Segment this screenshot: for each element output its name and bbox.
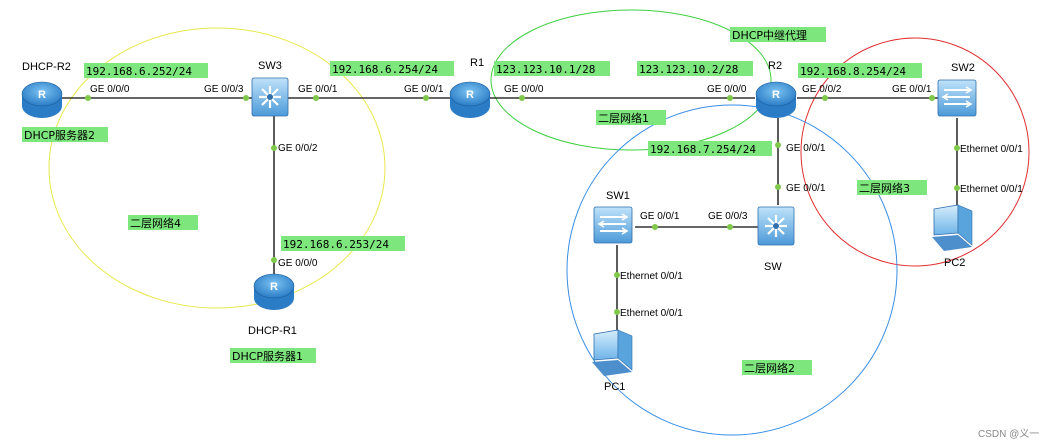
- port-dot: [727, 224, 733, 230]
- router-icon[interactable]: R: [21, 81, 63, 118]
- device-name: SW: [764, 261, 782, 273]
- device-name: SW3: [258, 60, 282, 72]
- port-label: GE 0/0/1: [786, 143, 826, 154]
- ip-label: 192.168.8.254/24: [800, 65, 906, 78]
- role-label: DHCP中继代理: [732, 29, 807, 42]
- port-label: Ethernet 0/0/1: [620, 271, 683, 282]
- l3-switch-icon[interactable]: [251, 77, 289, 117]
- network-label: 二层网络4: [130, 216, 181, 230]
- port-dot: [954, 185, 960, 191]
- ip-label: 192.168.7.254/24: [650, 143, 756, 156]
- port-label: Ethernet 0/0/1: [960, 184, 1023, 195]
- pc-icon[interactable]: [932, 204, 973, 251]
- device-name: PC2: [944, 257, 965, 269]
- l2-net-1-circle: [490, 9, 772, 151]
- router-icon[interactable]: R: [253, 273, 295, 310]
- l2-net-4-circle: [48, 27, 386, 309]
- port-label: GE 0/0/3: [708, 211, 748, 222]
- router-icon[interactable]: R: [449, 81, 491, 118]
- ip-label: 192.168.6.253/24: [283, 238, 389, 251]
- port-label: Ethernet 0/0/1: [960, 144, 1023, 155]
- port-dot: [929, 95, 935, 101]
- device-name: R1: [470, 57, 484, 69]
- network-label: 二层网络1: [598, 111, 649, 125]
- port-dots: [85, 95, 960, 315]
- port-dot: [954, 145, 960, 151]
- role-label: DHCP服务器1: [232, 350, 303, 363]
- port-dot: [519, 95, 525, 101]
- device-name: SW1: [606, 190, 630, 202]
- port-dot: [614, 309, 620, 315]
- port-label: GE 0/0/2: [278, 143, 318, 154]
- router-glyph: R: [466, 89, 474, 101]
- ip-label: 123.123.10.2/28: [639, 63, 738, 76]
- device-name: DHCP-R2: [22, 61, 71, 73]
- port-dot: [271, 257, 277, 263]
- network-label: 二层网络2: [744, 361, 795, 375]
- network-label: 二层网络3: [859, 181, 910, 195]
- role-label: DHCP服务器2: [24, 129, 95, 142]
- port-label: GE 0/0/0: [90, 84, 130, 95]
- device-name: SW2: [951, 62, 975, 74]
- port-dot: [243, 95, 249, 101]
- port-label: GE 0/0/0: [278, 258, 318, 269]
- port-dot: [85, 95, 91, 101]
- router-glyph: R: [270, 281, 278, 293]
- ip-label: 192.168.6.254/24: [332, 63, 438, 76]
- highlight-boxes: [22, 27, 927, 375]
- port-dot: [423, 95, 429, 101]
- port-dot: [775, 142, 781, 148]
- port-dot: [271, 145, 277, 151]
- l2-net-3-circle: [800, 37, 1030, 267]
- router-glyph: R: [38, 89, 46, 101]
- port-dot: [822, 95, 828, 101]
- l2-switch-icon[interactable]: [593, 206, 633, 244]
- l2-switch-icon[interactable]: [937, 79, 977, 117]
- port-label: GE 0/0/1: [404, 84, 444, 95]
- l2-net-2-circle: [566, 104, 898, 436]
- pc-icon[interactable]: [592, 329, 633, 376]
- port-label: GE 0/0/1: [640, 211, 680, 222]
- port-dot: [775, 184, 781, 190]
- router-icon[interactable]: R: [755, 81, 797, 118]
- l3-switch-icon[interactable]: [757, 206, 795, 246]
- port-dot: [652, 224, 658, 230]
- device-name: DHCP-R1: [248, 325, 297, 337]
- ip-label: 192.168.6.252/24: [86, 65, 192, 78]
- port-label: GE 0/0/3: [204, 84, 244, 95]
- port-label: GE 0/0/0: [707, 84, 747, 95]
- port-label: Ethernet 0/0/1: [620, 308, 683, 319]
- port-label: GE 0/0/0: [504, 84, 544, 95]
- device-name: PC1: [604, 381, 625, 393]
- device-name: R2: [768, 60, 782, 72]
- port-dot: [313, 95, 319, 101]
- port-dot: [614, 272, 620, 278]
- links: [60, 97, 958, 330]
- port-label: GE 0/0/1: [298, 84, 338, 95]
- router-glyph: R: [772, 89, 780, 101]
- watermark: CSDN @义一: [978, 428, 1039, 440]
- port-dot: [727, 95, 733, 101]
- ip-label: 123.123.10.1/28: [496, 63, 595, 76]
- port-label: GE 0/0/1: [786, 183, 826, 194]
- port-label: GE 0/0/2: [802, 84, 842, 95]
- port-label: GE 0/0/1: [892, 84, 932, 95]
